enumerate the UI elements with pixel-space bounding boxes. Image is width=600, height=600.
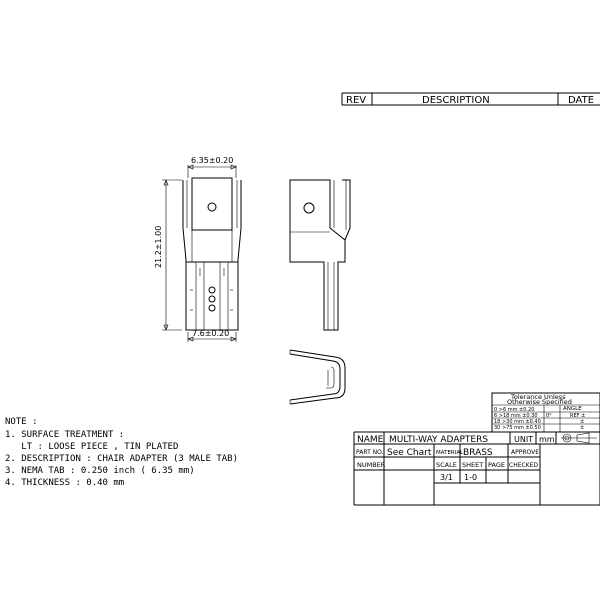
sheet-label: SHEET [462,461,483,469]
tol-row-1: 0 >6 mm ±0.20 [494,407,534,413]
notes-title: NOTE : [5,417,38,427]
date-label: DATE [568,95,594,106]
dim-bottom-width: 7.6±0.20 [192,329,229,338]
sheet-value: 1-0 [464,473,477,482]
rev-label: REV [346,95,366,106]
dim-top-width: 6.35±0.20 [191,156,233,165]
dim-height: 21.2±1.00 [154,226,163,268]
part-no-label: PART NO. [356,449,384,456]
note-line-2: LT : LOOSE PIECE , TIN PLATED [5,442,178,452]
note-line-1: 1. SURFACE TREATMENT : [5,430,124,440]
number-label: NUMBER [357,461,386,469]
tol-row-2: 6 >18 mm ±0.30 [494,413,538,419]
unit-value: mm [539,435,555,444]
angle-value-3: ± [580,419,584,425]
name-label: NAME [357,435,384,445]
note-line-3: 2. DESCRIPTION : CHAIR ADAPTER (3 MALE T… [5,454,238,464]
material-label: MATERIAL [436,450,464,456]
side-view [289,179,351,331]
front-view: 6.35±0.20 21.2±1.00 7.6±0.20 [154,156,242,342]
tolerance-title-1: Tolerance Unless [510,393,566,401]
title-block: NAME MULTI-WAY ADAPTERS UNIT mm PART NO.… [353,431,600,506]
angle-value-1: 0° [546,413,552,419]
page-label: PAGE [488,461,505,469]
note-line-4: 3. NEMA TAB : 0.250 inch ( 6.35 mm) [5,466,195,476]
projection-symbol-icon [561,432,597,444]
approve-label: APPROVE [511,449,539,456]
scale-label: SCALE [436,461,457,469]
name-value: MULTI-WAY ADAPTERS [389,435,488,445]
angle-value-4: ± [580,425,584,431]
checked-label: CHECKED [509,462,538,469]
notes: NOTE : 1. SURFACE TREATMENT : LT : LOOSE… [5,417,238,488]
description-label: DESCRIPTION [422,95,490,106]
note-line-5: 4. THICKNESS : 0.40 mm [5,478,124,488]
unit-label: UNIT [514,435,533,444]
top-view [289,349,346,405]
tol-row-4: 30 >75 mm ±0.50 [494,425,541,431]
tolerance-block: Tolerance Unless Otherwise Specified ANG… [491,392,600,433]
angle-value-2: REF ± [570,413,585,419]
material-value: BRASS [463,448,493,458]
revision-block: REV DESCRIPTION DATE [341,92,600,106]
part-no-value: See Chart [387,448,432,458]
scale-value: 3/1 [440,473,453,482]
angle-label: ANGLE [563,406,582,412]
tolerance-title-2: Otherwise Specified [507,398,572,406]
tol-row-3: 18 >30 mm ±0.40 [494,419,541,425]
